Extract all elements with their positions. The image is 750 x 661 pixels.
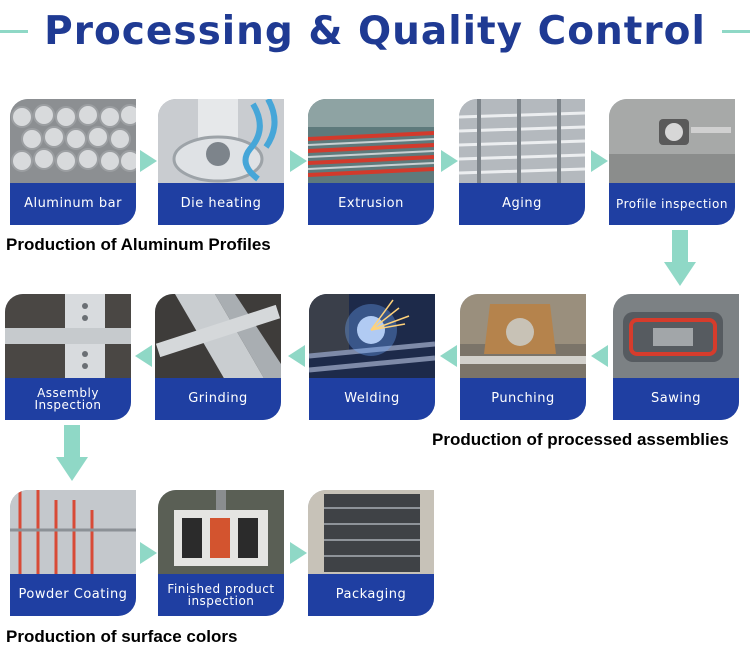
step-assembly-inspection: Assembly Inspection [5,294,131,420]
step-extrusion: Extrusion [308,99,434,225]
step-powder-coating: Powder Coating [10,490,136,616]
title-line-left [0,30,28,33]
arrow-down-icon [664,230,696,288]
arrow-down-icon [56,425,88,483]
arrow-right-icon [140,542,157,564]
page-title: Processing & Quality Control [44,9,706,54]
section-title-profiles: Production of Aluminum Profiles [6,235,271,254]
step-label: Finished product inspection [158,574,284,616]
step-finished-product-inspection: Finished product inspection [158,490,284,616]
arrow-right-icon [591,150,608,172]
aging-photo [459,99,585,185]
welding-photo [309,294,435,380]
arrow-left-icon [440,345,457,367]
step-label: Welding [309,378,435,420]
finished-product-inspection-photo [158,490,284,576]
section-title-assemblies: Production of processed assemblies [432,430,729,449]
step-label: Sawing [613,378,739,420]
step-sawing: Sawing [613,294,739,420]
arrow-left-icon [591,345,608,367]
step-aging: Aging [459,99,585,225]
packaging-photo [308,490,434,576]
step-profile-inspection: Profile inspection [609,99,735,225]
grinding-photo [155,294,281,380]
arrow-right-icon [290,150,307,172]
step-punching: Punching [460,294,586,420]
step-label: Aluminum bar [10,183,136,225]
step-welding: Welding [309,294,435,420]
profile-inspection-photo [609,99,735,185]
arrow-left-icon [135,345,152,367]
sawing-photo [613,294,739,380]
arrow-right-icon [441,150,458,172]
title-line-right [722,30,750,33]
extrusion-photo [308,99,434,185]
step-grinding: Grinding [155,294,281,420]
step-aluminum-bar: Aluminum bar [10,99,136,225]
assembly-inspection-photo [5,294,131,380]
arrow-left-icon [288,345,305,367]
die-heating-photo [158,99,284,185]
step-label: Powder Coating [10,574,136,616]
arrow-right-icon [290,542,307,564]
powder-coating-photo [10,490,136,576]
step-label: Profile inspection [609,183,735,225]
step-die-heating: Die heating [158,99,284,225]
step-packaging: Packaging [308,490,434,616]
step-label: Punching [460,378,586,420]
aluminum-bar-photo [10,99,136,185]
section-title-surface: Production of surface colors [6,627,238,646]
step-label: Aging [459,183,585,225]
step-label: Packaging [308,574,434,616]
step-label: Grinding [155,378,281,420]
step-label: Die heating [158,183,284,225]
arrow-right-icon [140,150,157,172]
punching-photo [460,294,586,380]
step-label: Assembly Inspection [5,378,131,420]
step-label: Extrusion [308,183,434,225]
